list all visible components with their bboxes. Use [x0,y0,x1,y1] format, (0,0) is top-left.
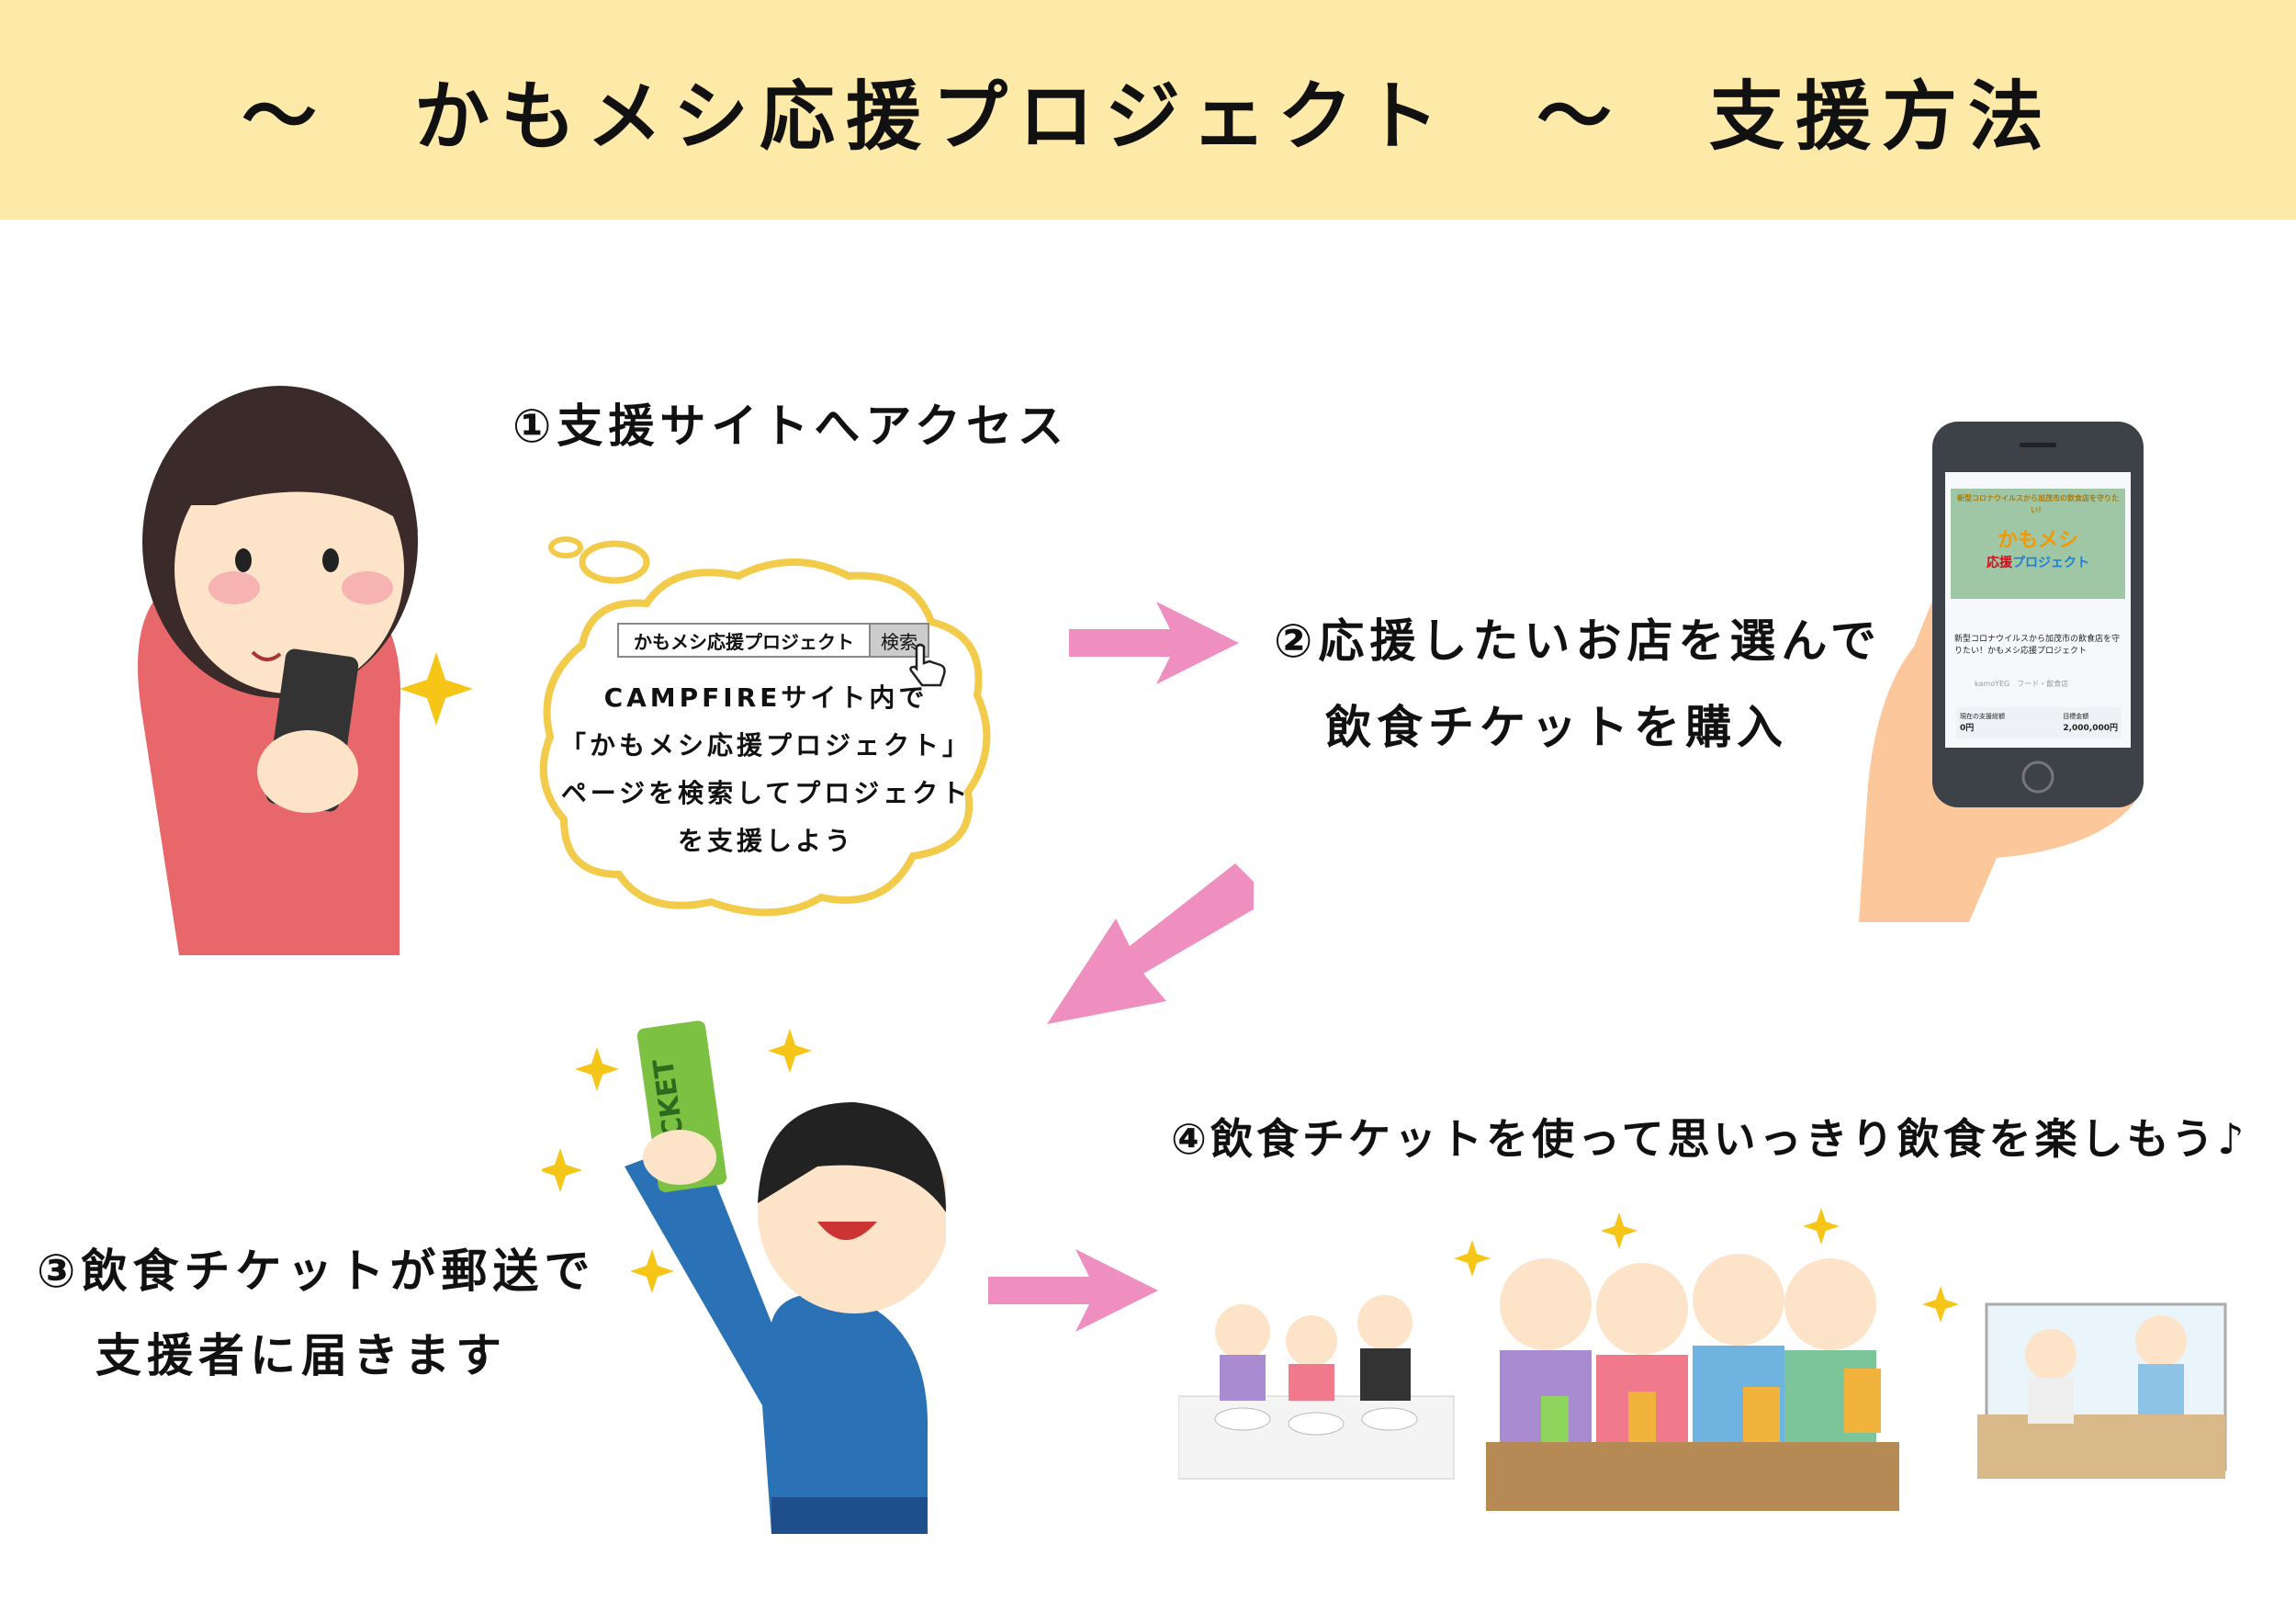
current-value: 0円 [1960,724,1975,733]
dining-people-illustration [1178,1208,2227,1511]
bubble-instructions: CAMPFIREサイト内で 「かもメシ応援プロジェクト」 ページを検索してプロジ… [527,674,1005,865]
step-4-text: ④飲食チケットを使って思いっきり飲食を楽しもう♪ [1171,1114,2248,1164]
step-1-text: ①支援サイトへアクセス [512,400,1069,453]
header-band [0,0,2296,220]
banner-title-2: 応援 [1986,556,2012,570]
phone-meta: kamoYEG フード・飲食店 [1975,678,2068,690]
owner: kamoYEG [1975,680,2010,688]
banner-title: かもメシ [1997,529,2078,552]
banner-top-text: 新型コロナウイルスから加茂市の飲食店を守りたい！ [1957,494,2119,514]
bubble-line: 「かもメシ応援プロジェクト」 [559,730,972,761]
bubble-line: を支援しよう [677,826,854,856]
phone-project-title: 新型コロナウイルスから加茂市の飲食店を守りたい！かもメシ応援プロジェクト [1954,635,2121,656]
hand-pointer-icon [909,643,946,687]
category: フード・飲食店 [2017,680,2069,688]
page-title: ～ かもメシ応援プロジェクト ～ 支援方法 [241,73,2054,161]
arrow-right-icon [988,1249,1158,1332]
step-3-text-line2: 支援者に届きます [96,1329,507,1382]
woman-with-phone-illustration [138,386,473,955]
sparkle-icon [1454,1208,1959,1323]
partition-table-group [1977,1302,2227,1479]
goal-label: 目標金額 [2063,713,2089,720]
banner-title-3: プロジェクト [2012,556,2089,570]
step-2-text-line2: 飲食チケットを購入 [1325,701,1788,754]
man-with-ticket-illustration: TICKET [542,1020,946,1534]
bar-group [1486,1254,1899,1511]
arrow-down-left-icon [1047,863,1254,1024]
bubble-line: ページを検索してプロジェクト [560,778,972,808]
sparkle-icon [542,1029,812,1293]
arrow-right-icon [1069,602,1239,684]
step-2-text-line1: ②応援したいお店を選んで [1274,614,1882,668]
sparkle-icon [400,652,473,726]
search-input: かもメシ応援プロジェクト [617,623,871,658]
current-label: 現在の支援総額 [1960,713,2005,720]
bubble-line: CAMPFIREサイト内で [603,682,929,713]
phone-banner: 新型コロナウイルスから加茂市の飲食店を守りたい！ かもメシ 応援プロジェクト [1951,489,2125,599]
phone-funding: 現在の支援総額 0円 目標金額 2,000,000円 [1956,707,2122,738]
goal-value: 2,000,000円 [2063,724,2118,733]
step-3-text-line1: ③飲食チケットが郵送で [37,1245,596,1298]
restaurant-table-group [1178,1295,1455,1480]
